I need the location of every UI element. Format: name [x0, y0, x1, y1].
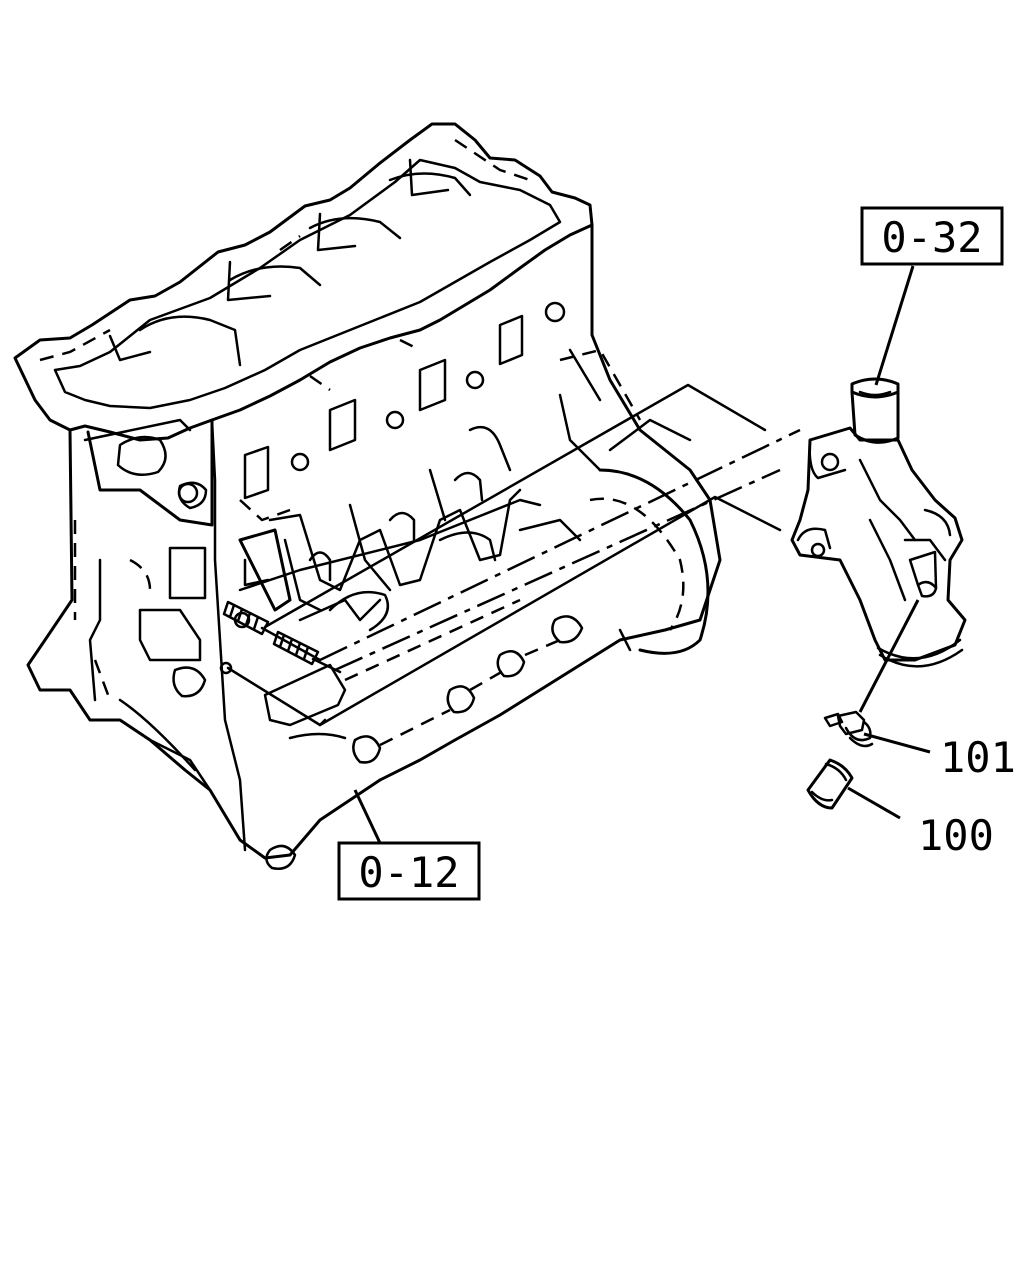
ref-label-0-32: 0-32 [881, 213, 982, 262]
callout-101[interactable]: 101 [940, 733, 1016, 782]
ref-box-0-12[interactable]: 0-12 [337, 841, 481, 901]
ref-label-0-12: 0-12 [358, 848, 459, 897]
part-101-clamp [823, 710, 874, 748]
leader-101 [863, 732, 931, 754]
ref-box-0-32[interactable]: 0-32 [860, 206, 1004, 266]
leader-housing-to-clamp [858, 599, 920, 713]
part-100-hose [806, 758, 854, 810]
leader-0-32 [874, 265, 915, 386]
assembly-leaders [226, 383, 801, 727]
stud-lower [272, 630, 342, 674]
engine-block [13, 122, 722, 870]
callout-100[interactable]: 100 [918, 811, 994, 860]
leader-0-12 [353, 789, 382, 844]
thermostat-housing [790, 377, 967, 668]
leader-100 [847, 786, 901, 820]
